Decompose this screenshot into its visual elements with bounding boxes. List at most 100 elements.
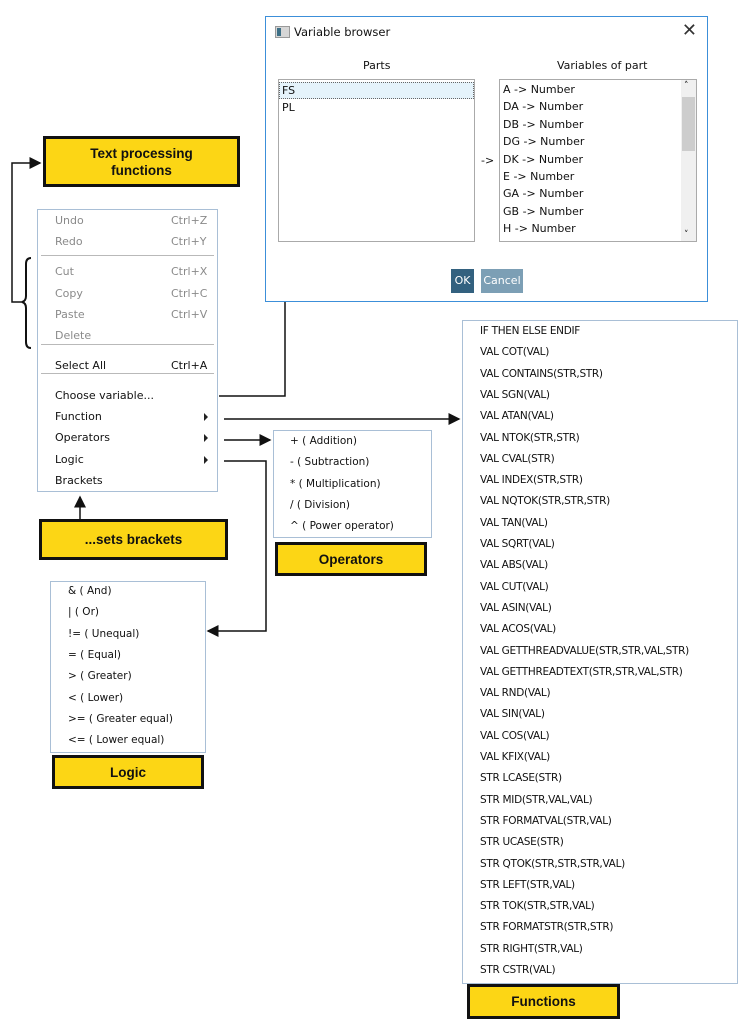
function-item[interactable]: STR CSTR(VAL) xyxy=(480,964,556,976)
part-item-pl[interactable]: PL xyxy=(282,101,295,115)
menu-item-cut[interactable]: Cut xyxy=(55,265,74,278)
logic-submenu: & ( And) | ( Or) != ( Unequal) = ( Equal) > … xyxy=(50,581,206,753)
menu-item-function[interactable]: Function xyxy=(55,410,102,423)
function-item[interactable]: STR QTOK(STR,STR,STR,VAL) xyxy=(480,857,625,870)
logic-item[interactable]: | ( Or) xyxy=(68,606,99,619)
variable-item[interactable]: GB -> Number xyxy=(503,204,584,218)
function-item[interactable]: VAL CVAL(STR) xyxy=(480,452,555,465)
function-item[interactable]: VAL COS(VAL) xyxy=(480,729,550,742)
cancel-button[interactable]: Cancel xyxy=(481,269,523,293)
variable-item[interactable]: H -> Number xyxy=(503,222,576,236)
menu-shortcut: Ctrl+Z xyxy=(171,214,208,227)
menu-separator xyxy=(41,373,214,374)
parts-list[interactable]: FS PL xyxy=(278,79,475,242)
function-item[interactable]: VAL GETTHREADVALUE(STR,STR,VAL,STR) xyxy=(480,644,689,657)
part-item-fs[interactable]: FS xyxy=(279,82,474,100)
function-item[interactable]: VAL INDEX(STR,STR) xyxy=(480,474,583,487)
dialog-title: Variable browser xyxy=(294,25,391,39)
variable-item[interactable]: DB -> Number xyxy=(503,117,584,131)
function-item[interactable]: IF THEN ELSE ENDIF xyxy=(480,325,581,337)
operator-item[interactable]: - ( Subtraction) xyxy=(290,456,370,469)
variable-item[interactable]: DG -> Number xyxy=(503,135,585,149)
brace xyxy=(21,257,32,349)
submenu-arrow-icon xyxy=(204,413,208,421)
function-item[interactable]: VAL COT(VAL) xyxy=(480,346,550,359)
function-item[interactable]: VAL KFIX(VAL) xyxy=(480,751,550,763)
menu-item-redo[interactable]: Redo xyxy=(55,235,83,248)
scrollbar[interactable]: ˄ ˅ xyxy=(681,80,696,241)
variable-item[interactable]: DK -> Number xyxy=(503,152,584,166)
label-sets-brackets: ...sets brackets xyxy=(39,519,228,560)
arrow-to-text-processing xyxy=(11,157,42,303)
function-item[interactable]: VAL SGN(VAL) xyxy=(480,388,550,401)
function-item[interactable]: STR FORMATSTR(STR,STR) xyxy=(480,921,614,934)
menu-item-delete[interactable]: Delete xyxy=(55,329,92,342)
operators-submenu: + ( Addition) - ( Subtraction) * ( Multipl… xyxy=(273,430,432,538)
menu-item-paste[interactable]: Paste xyxy=(55,308,85,321)
function-item[interactable]: STR TOK(STR,STR,VAL) xyxy=(480,900,595,913)
function-item[interactable]: VAL TAN(VAL) xyxy=(480,516,548,529)
function-item[interactable]: VAL ATAN(VAL) xyxy=(480,410,554,423)
function-item[interactable]: VAL ABS(VAL) xyxy=(480,559,548,572)
menu-item-operators[interactable]: Operators xyxy=(55,431,110,444)
variables-header: Variables of part xyxy=(557,59,648,72)
variable-item[interactable]: DA -> Number xyxy=(503,100,584,114)
function-item[interactable]: VAL CUT(VAL) xyxy=(480,580,549,593)
function-item[interactable]: VAL NTOK(STR,STR) xyxy=(480,431,580,444)
label-logic: Logic xyxy=(52,755,204,789)
menu-item-select-all[interactable]: Select All xyxy=(55,359,107,372)
menu-separator xyxy=(41,344,214,345)
menu-item-choose-variable[interactable]: Choose variable... xyxy=(55,389,154,402)
label-functions: Functions xyxy=(467,984,620,1019)
variable-item[interactable]: A -> Number xyxy=(503,83,575,96)
variable-item[interactable]: E -> Number xyxy=(503,169,575,183)
function-item[interactable]: STR LEFT(STR,VAL) xyxy=(480,878,575,891)
logic-item[interactable]: != ( Unequal) xyxy=(68,627,140,640)
logic-item[interactable]: <= ( Lower equal) xyxy=(68,734,165,747)
function-item[interactable]: VAL SIN(VAL) xyxy=(480,708,545,721)
logic-item[interactable]: = ( Equal) xyxy=(68,648,121,661)
scroll-up-icon[interactable]: ˄ xyxy=(684,81,689,91)
function-item[interactable]: VAL GETTHREADTEXT(STR,STR,VAL,STR) xyxy=(480,665,683,678)
menu-item-copy[interactable]: Copy xyxy=(55,287,83,300)
variable-item[interactable]: GA -> Number xyxy=(503,187,584,201)
operator-item[interactable]: * ( Multiplication) xyxy=(290,477,381,490)
close-icon[interactable]: ✕ xyxy=(681,20,697,41)
transfer-arrow: -> xyxy=(481,154,495,167)
function-item[interactable]: VAL ASIN(VAL) xyxy=(480,601,552,614)
menu-item-brackets[interactable]: Brackets xyxy=(55,474,103,487)
submenu-arrow-icon xyxy=(204,434,208,442)
menu-shortcut: Ctrl+V xyxy=(171,308,208,321)
function-item[interactable]: STR FORMATVAL(STR,VAL) xyxy=(480,814,612,827)
operator-item[interactable]: + ( Addition) xyxy=(290,435,358,447)
window-icon xyxy=(275,26,290,38)
function-item[interactable]: VAL SQRT(VAL) xyxy=(480,538,555,550)
menu-item-logic[interactable]: Logic xyxy=(55,453,84,466)
logic-item[interactable]: > ( Greater) xyxy=(68,670,132,683)
menu-item-undo[interactable]: Undo xyxy=(55,214,84,227)
logic-item[interactable]: & ( And) xyxy=(68,585,112,597)
function-item[interactable]: VAL NQTOK(STR,STR,STR) xyxy=(480,495,610,508)
operator-item[interactable]: / ( Division) xyxy=(290,498,351,511)
variables-list[interactable]: A -> Number DA -> Number DB -> Number DG ->… xyxy=(499,79,697,242)
function-item[interactable]: VAL ACOS(VAL) xyxy=(480,623,556,636)
scrollbar-thumb[interactable] xyxy=(682,97,695,151)
arrow-to-logic xyxy=(206,460,267,637)
menu-shortcut: Ctrl+C xyxy=(171,287,208,300)
function-item[interactable]: STR LCASE(STR) xyxy=(480,772,562,785)
scroll-down-icon[interactable]: ˅ xyxy=(684,230,689,240)
function-item[interactable]: VAL RND(VAL) xyxy=(480,687,551,700)
menu-shortcut: Ctrl+X xyxy=(171,265,208,278)
function-item[interactable]: VAL CONTAINS(STR,STR) xyxy=(480,367,603,380)
function-item[interactable]: STR RIGHT(STR,VAL) xyxy=(480,942,583,955)
line-to-dialog xyxy=(219,302,286,397)
menu-shortcut: Ctrl+A xyxy=(171,359,208,372)
logic-item[interactable]: >= ( Greater equal) xyxy=(68,712,173,725)
logic-item[interactable]: < ( Lower) xyxy=(68,691,124,704)
operator-item[interactable]: ^ ( Power operator) xyxy=(290,520,394,533)
function-item[interactable]: STR UCASE(STR) xyxy=(480,836,564,849)
function-item[interactable]: STR MID(STR,VAL,VAL) xyxy=(480,793,593,806)
parts-header: Parts xyxy=(363,59,391,72)
ok-button[interactable]: OK xyxy=(451,269,474,293)
